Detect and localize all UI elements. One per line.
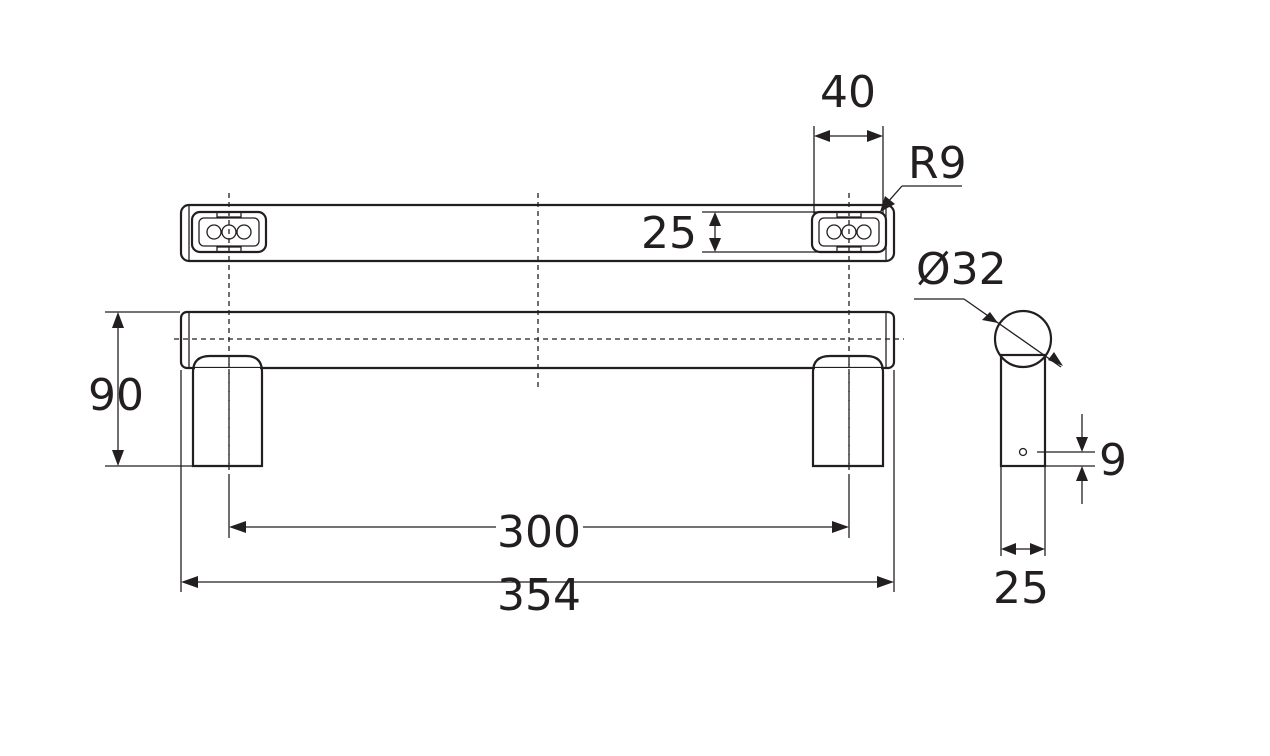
dimension-diameter-32-label: Ø32 [916,244,1007,295]
dimension-354-label: 354 [497,570,581,621]
dimension-90: 90 [88,311,193,467]
top-view [179,193,896,470]
side-view-screw-hole [1018,447,1028,457]
dimension-25-side-label: 25 [993,563,1049,614]
dimension-r9-label: R9 [908,138,967,189]
dimension-40: 40 [813,67,884,214]
dimension-r9: R9 [880,138,967,212]
dimension-25-side: 25 [993,543,1049,614]
dimension-25-top-label: 25 [641,208,697,259]
dimension-354: 354 [180,370,895,621]
dimension-25-top: 25 [641,208,818,259]
dimension-diameter-32: Ø32 [914,244,1063,368]
dimension-9: 9 [1037,414,1127,504]
side-view-leg [999,353,1047,468]
leg-left [191,354,264,468]
dimension-9-label: 9 [1099,435,1127,486]
side-view [993,309,1053,556]
side-view-bar-section [993,309,1053,369]
front-view-bar [179,310,896,370]
dimension-90-label: 90 [88,370,144,421]
dimension-40-label: 40 [820,67,876,118]
dimension-300-label: 300 [497,507,581,558]
dimension-300: 300 [228,474,850,558]
leg-right [811,354,885,468]
front-view [174,310,904,470]
